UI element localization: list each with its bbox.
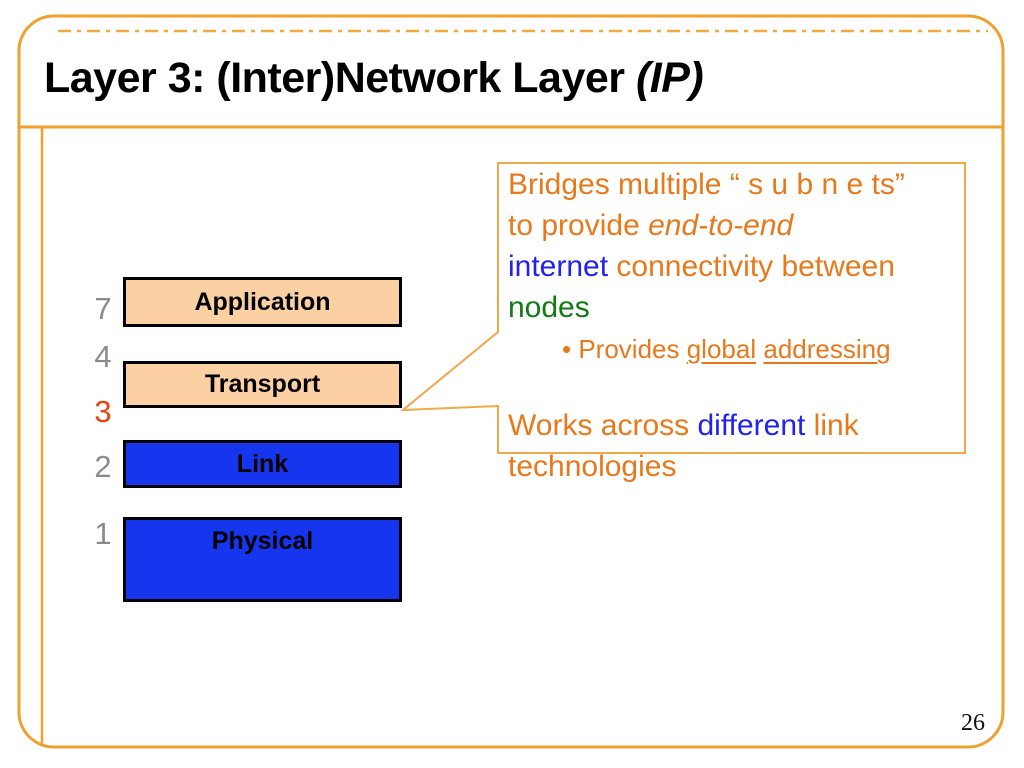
callout-line-works-across: Works across different link — [508, 409, 859, 444]
physical-layer-box: Physical — [123, 517, 402, 602]
layer-number-1: 1 — [94, 516, 112, 551]
callout-provide-text: to provide — [508, 209, 649, 242]
slide-border — [17, 14, 1005, 749]
callout-connectivity-text: connectivity between — [608, 250, 895, 283]
callout-bubble — [400, 162, 966, 454]
works-across-text: Works across — [508, 409, 698, 442]
callout-line-nodes: nodes — [508, 291, 590, 324]
bullet-provides-text: Provides — [578, 334, 687, 364]
application-layer-label: Application — [194, 287, 331, 316]
transport-layer-box: Transport — [123, 361, 402, 408]
bullet-icon: • — [562, 334, 579, 364]
callout-bullet-addressing: • Provides global addressing — [562, 334, 891, 365]
link-word: link — [805, 409, 859, 442]
callout-internet-word: internet — [508, 250, 609, 283]
callout-line-provide: to provide end-to-end — [508, 209, 793, 244]
layer-number-4: 4 — [94, 339, 112, 374]
link-layer-box: Link — [123, 440, 402, 488]
layer-number-2: 2 — [94, 449, 112, 484]
callout-line-internet: internet connectivity between — [508, 250, 895, 285]
callout-line-bridges: Bridges multiple “ s u b n e ts” — [508, 168, 905, 201]
link-layer-label: Link — [236, 449, 289, 478]
page-title: Layer 3: (Inter)Network Layer (IP) — [44, 54, 704, 103]
layer-number-7: 7 — [94, 291, 112, 326]
transport-layer-label: Transport — [204, 370, 321, 398]
page-title-text: Layer 3: (Inter)Network Layer — [44, 54, 636, 102]
page-title-italic: (IP) — [635, 54, 704, 102]
application-layer-box: Application — [123, 277, 402, 327]
different-word: different — [697, 409, 806, 442]
callout-line-technologies: technologies — [508, 450, 677, 483]
page-number: 26 — [961, 710, 985, 736]
bullet-global-link: global — [686, 334, 757, 364]
callout-end-to-end: end-to-end — [648, 209, 794, 242]
physical-layer-label: Physical — [211, 527, 314, 555]
layer-number-3-highlighted: 3 — [94, 394, 112, 429]
bullet-addressing-link: addressing — [763, 334, 891, 364]
